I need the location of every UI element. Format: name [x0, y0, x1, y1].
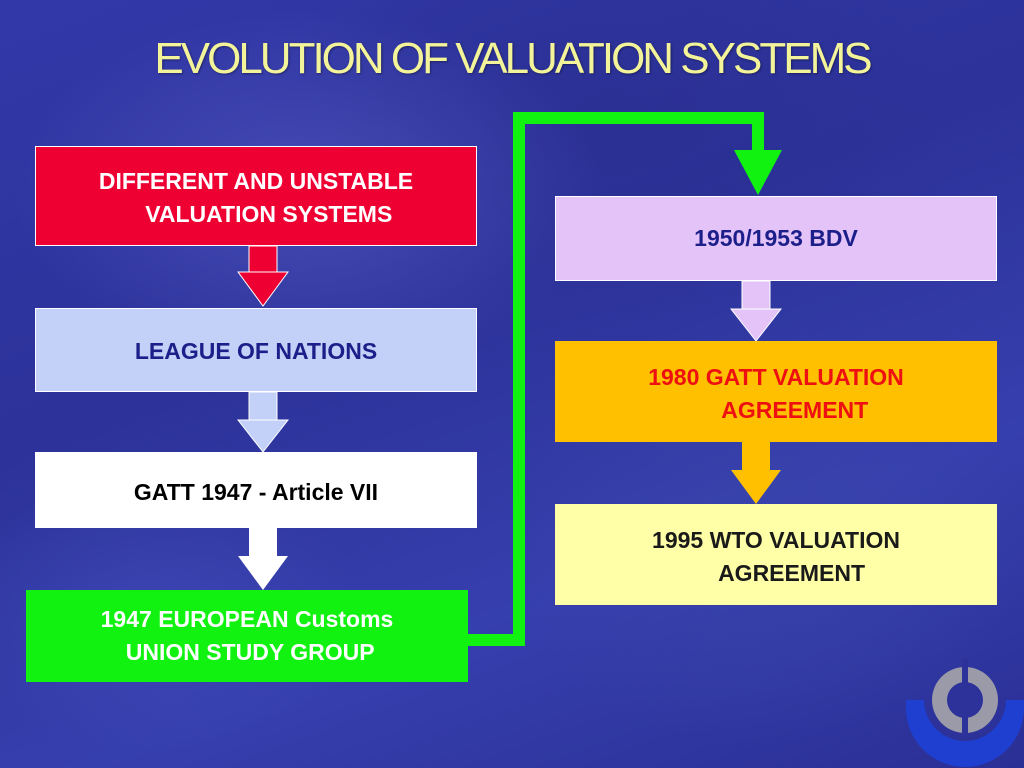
box-different-unstable-systems: DIFFERENT AND UNSTABLE VALUATION SYSTEMS: [35, 146, 477, 246]
box-gatt-1947: GATT 1947 - Article VII: [35, 452, 477, 528]
box-label: GATT 1947 - Article VII: [133, 479, 379, 505]
organization-logo-icon: [906, 658, 1024, 767]
box-league-of-nations: LEAGUE OF NATIONS: [35, 308, 477, 392]
box-label: 1980 GATT VALUATION AGREEMENT: [648, 364, 904, 423]
red-down-arrow: [237, 245, 289, 307]
box-bdv: 1950/1953 BDV: [555, 196, 997, 281]
box-wto-1995: 1995 WTO VALUATION AGREEMENT: [555, 504, 997, 605]
white-down-arrow: [238, 528, 288, 590]
box-gatt-1980: 1980 GATT VALUATION AGREEMENT: [555, 341, 997, 442]
box-label: 1947 EUROPEAN Customs UNION STUDY GROUP: [100, 606, 394, 665]
box-label: 1995 WTO VALUATION AGREEMENT: [652, 527, 900, 586]
box-label: 1950/1953 BDV: [694, 225, 858, 251]
box-label: LEAGUE OF NATIONS: [134, 338, 378, 364]
lavender-down-arrow: [729, 280, 783, 342]
box-european-study-group: 1947 EUROPEAN Customs UNION STUDY GROUP: [26, 590, 468, 682]
slide-title: EVOLUTION OF VALUATION SYSTEMS: [154, 34, 872, 83]
green-connector-arrow: [468, 112, 782, 646]
light-blue-down-arrow: [236, 391, 290, 453]
box-label: DIFFERENT AND UNSTABLE VALUATION SYSTEMS: [98, 168, 414, 227]
orange-down-arrow: [731, 442, 781, 504]
